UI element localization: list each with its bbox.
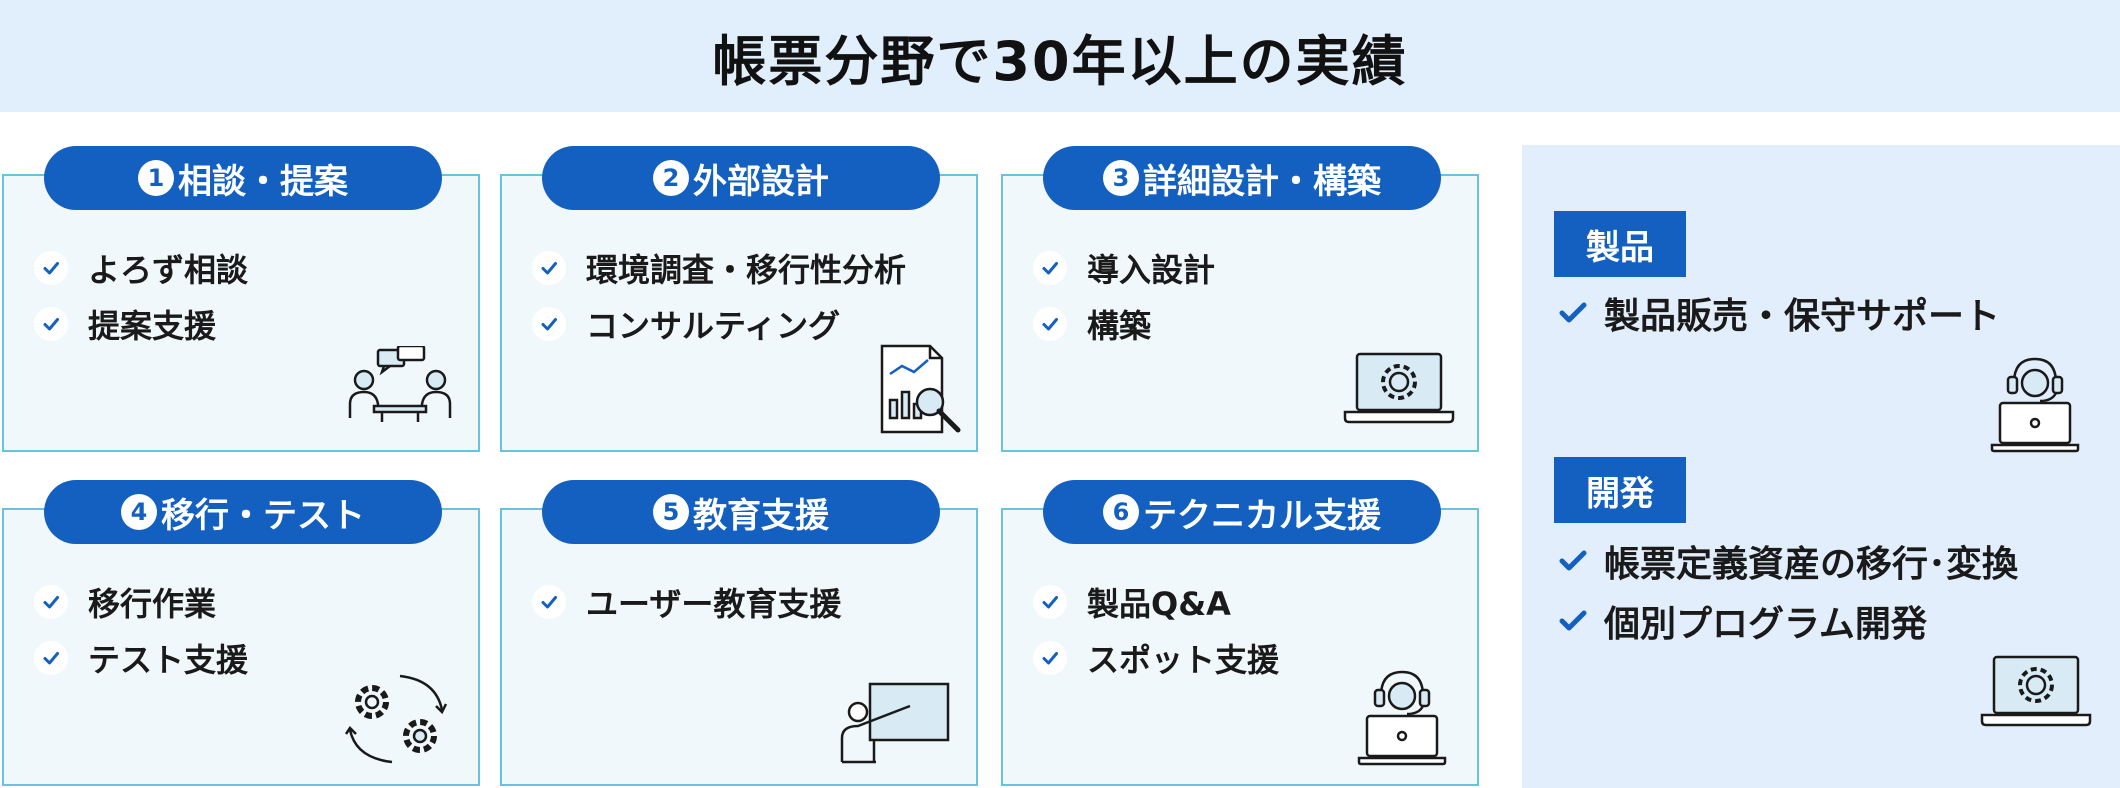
development-tag: 開発 (1554, 457, 1686, 523)
list-item: 移行作業 (34, 574, 248, 630)
check-icon (532, 251, 566, 285)
item-label: テスト支援 (88, 641, 249, 679)
step-number: 5 (653, 494, 689, 530)
item-label: コンサルティング (586, 307, 841, 345)
check-icon (532, 307, 566, 341)
card-title: 外部設計 (693, 161, 829, 202)
card-header: 5 教育支援 (542, 480, 940, 544)
card-header: 2 外部設計 (542, 146, 940, 210)
check-icon (34, 251, 68, 285)
check-icon (1033, 307, 1067, 341)
card-title: テクニカル支援 (1143, 495, 1381, 536)
step-number: 6 (1103, 494, 1139, 530)
list-item: コンサルティング (532, 296, 906, 352)
list-item: テスト支援 (34, 630, 248, 686)
list-item: 製品Q&A (1033, 574, 1279, 630)
check-icon (1559, 550, 1587, 571)
step-number: 3 (1103, 160, 1139, 196)
step-number: 4 (121, 494, 157, 530)
card-header: 4 移行・テスト (44, 480, 442, 544)
item-label: スポット支援 (1087, 641, 1280, 679)
card-external-design: 2 外部設計 環境調査・移行性分析 コンサルティング (500, 146, 978, 452)
check-icon (34, 641, 68, 675)
headset-support-icon (1990, 353, 2080, 457)
item-label: 提案支援 (88, 307, 217, 345)
development-item-list: 帳票定義資産の移行･変換 個別プログラム開発 (1556, 531, 2018, 651)
list-item: 個別プログラム開発 (1556, 591, 2018, 651)
card-header: 3 詳細設計・構築 (1043, 146, 1441, 210)
check-icon (34, 585, 68, 619)
product-tag: 製品 (1554, 211, 1686, 277)
item-label: ユーザー教育支援 (586, 585, 842, 623)
list-item: 導入設計 (1033, 240, 1215, 296)
headset-support-icon (1357, 666, 1447, 766)
item-label: 移行作業 (88, 585, 217, 623)
list-item: 帳票定義資産の移行･変換 (1556, 531, 2018, 591)
card-detailed-design: 3 詳細設計・構築 導入設計 構築 (1001, 146, 1479, 452)
laptop-gear-icon (1980, 655, 2092, 731)
card-item-list: よろず相談 提案支援 (34, 240, 248, 352)
card-title: 詳細設計・構築 (1143, 161, 1381, 202)
title-banner: 帳票分野で30年以上の実績 (0, 0, 2120, 112)
product-item-list: 製品販売・保守サポート (1556, 283, 2000, 343)
card-title: 移行・テスト (161, 495, 365, 536)
item-label: 個別プログラム開発 (1604, 604, 1927, 645)
card-education: 5 教育支援 ユーザー教育支援 (500, 480, 978, 786)
card-item-list: 環境調査・移行性分析 コンサルティング (532, 240, 906, 352)
teacher-board-icon (840, 682, 952, 764)
gears-cycle-icon (342, 668, 452, 768)
list-item: 環境調査・移行性分析 (532, 240, 906, 296)
list-item: ユーザー教育支援 (532, 574, 841, 630)
list-item: スポット支援 (1033, 630, 1279, 686)
item-label: 帳票定義資産の移行･変換 (1604, 544, 2019, 585)
check-icon (1559, 302, 1587, 323)
check-icon (1033, 641, 1067, 675)
check-icon (34, 307, 68, 341)
check-icon (1559, 610, 1587, 631)
card-consultation: 1 相談・提案 よろず相談 提案支援 (2, 146, 480, 452)
card-item-list: 導入設計 構築 (1033, 240, 1215, 352)
item-label: 導入設計 (1087, 251, 1216, 289)
item-label: よろず相談 (88, 251, 249, 289)
services-panel: 製品 製品販売・保守サポート 開発 帳票定義資産の移行･変換 個別プログラム開発 (1522, 145, 2120, 788)
list-item: よろず相談 (34, 240, 248, 296)
check-icon (532, 585, 566, 619)
card-item-list: ユーザー教育支援 (532, 574, 841, 630)
step-number: 1 (138, 160, 174, 196)
card-title: 教育支援 (693, 495, 829, 536)
card-title: 相談・提案 (178, 161, 348, 202)
check-icon (1033, 251, 1067, 285)
item-label: 構築 (1087, 307, 1152, 345)
laptop-gear-icon (1343, 352, 1455, 424)
card-header: 1 相談・提案 (44, 146, 442, 210)
item-label: 環境調査・移行性分析 (586, 251, 907, 289)
list-item: 構築 (1033, 296, 1215, 352)
analysis-report-icon (878, 344, 968, 436)
item-label: 製品販売・保守サポート (1604, 296, 2001, 337)
item-label: 製品Q&A (1087, 585, 1231, 623)
card-item-list: 製品Q&A スポット支援 (1033, 574, 1279, 686)
consultation-icon (348, 346, 452, 424)
page-title: 帳票分野で30年以上の実績 (712, 29, 1408, 93)
card-technical-support: 6 テクニカル支援 製品Q&A スポット支援 (1001, 480, 1479, 786)
card-migration-test: 4 移行・テスト 移行作業 テスト支援 (2, 480, 480, 786)
check-icon (1033, 585, 1067, 619)
card-item-list: 移行作業 テスト支援 (34, 574, 248, 686)
list-item: 提案支援 (34, 296, 248, 352)
list-item: 製品販売・保守サポート (1556, 283, 2000, 343)
step-number: 2 (653, 160, 689, 196)
card-header: 6 テクニカル支援 (1043, 480, 1441, 544)
